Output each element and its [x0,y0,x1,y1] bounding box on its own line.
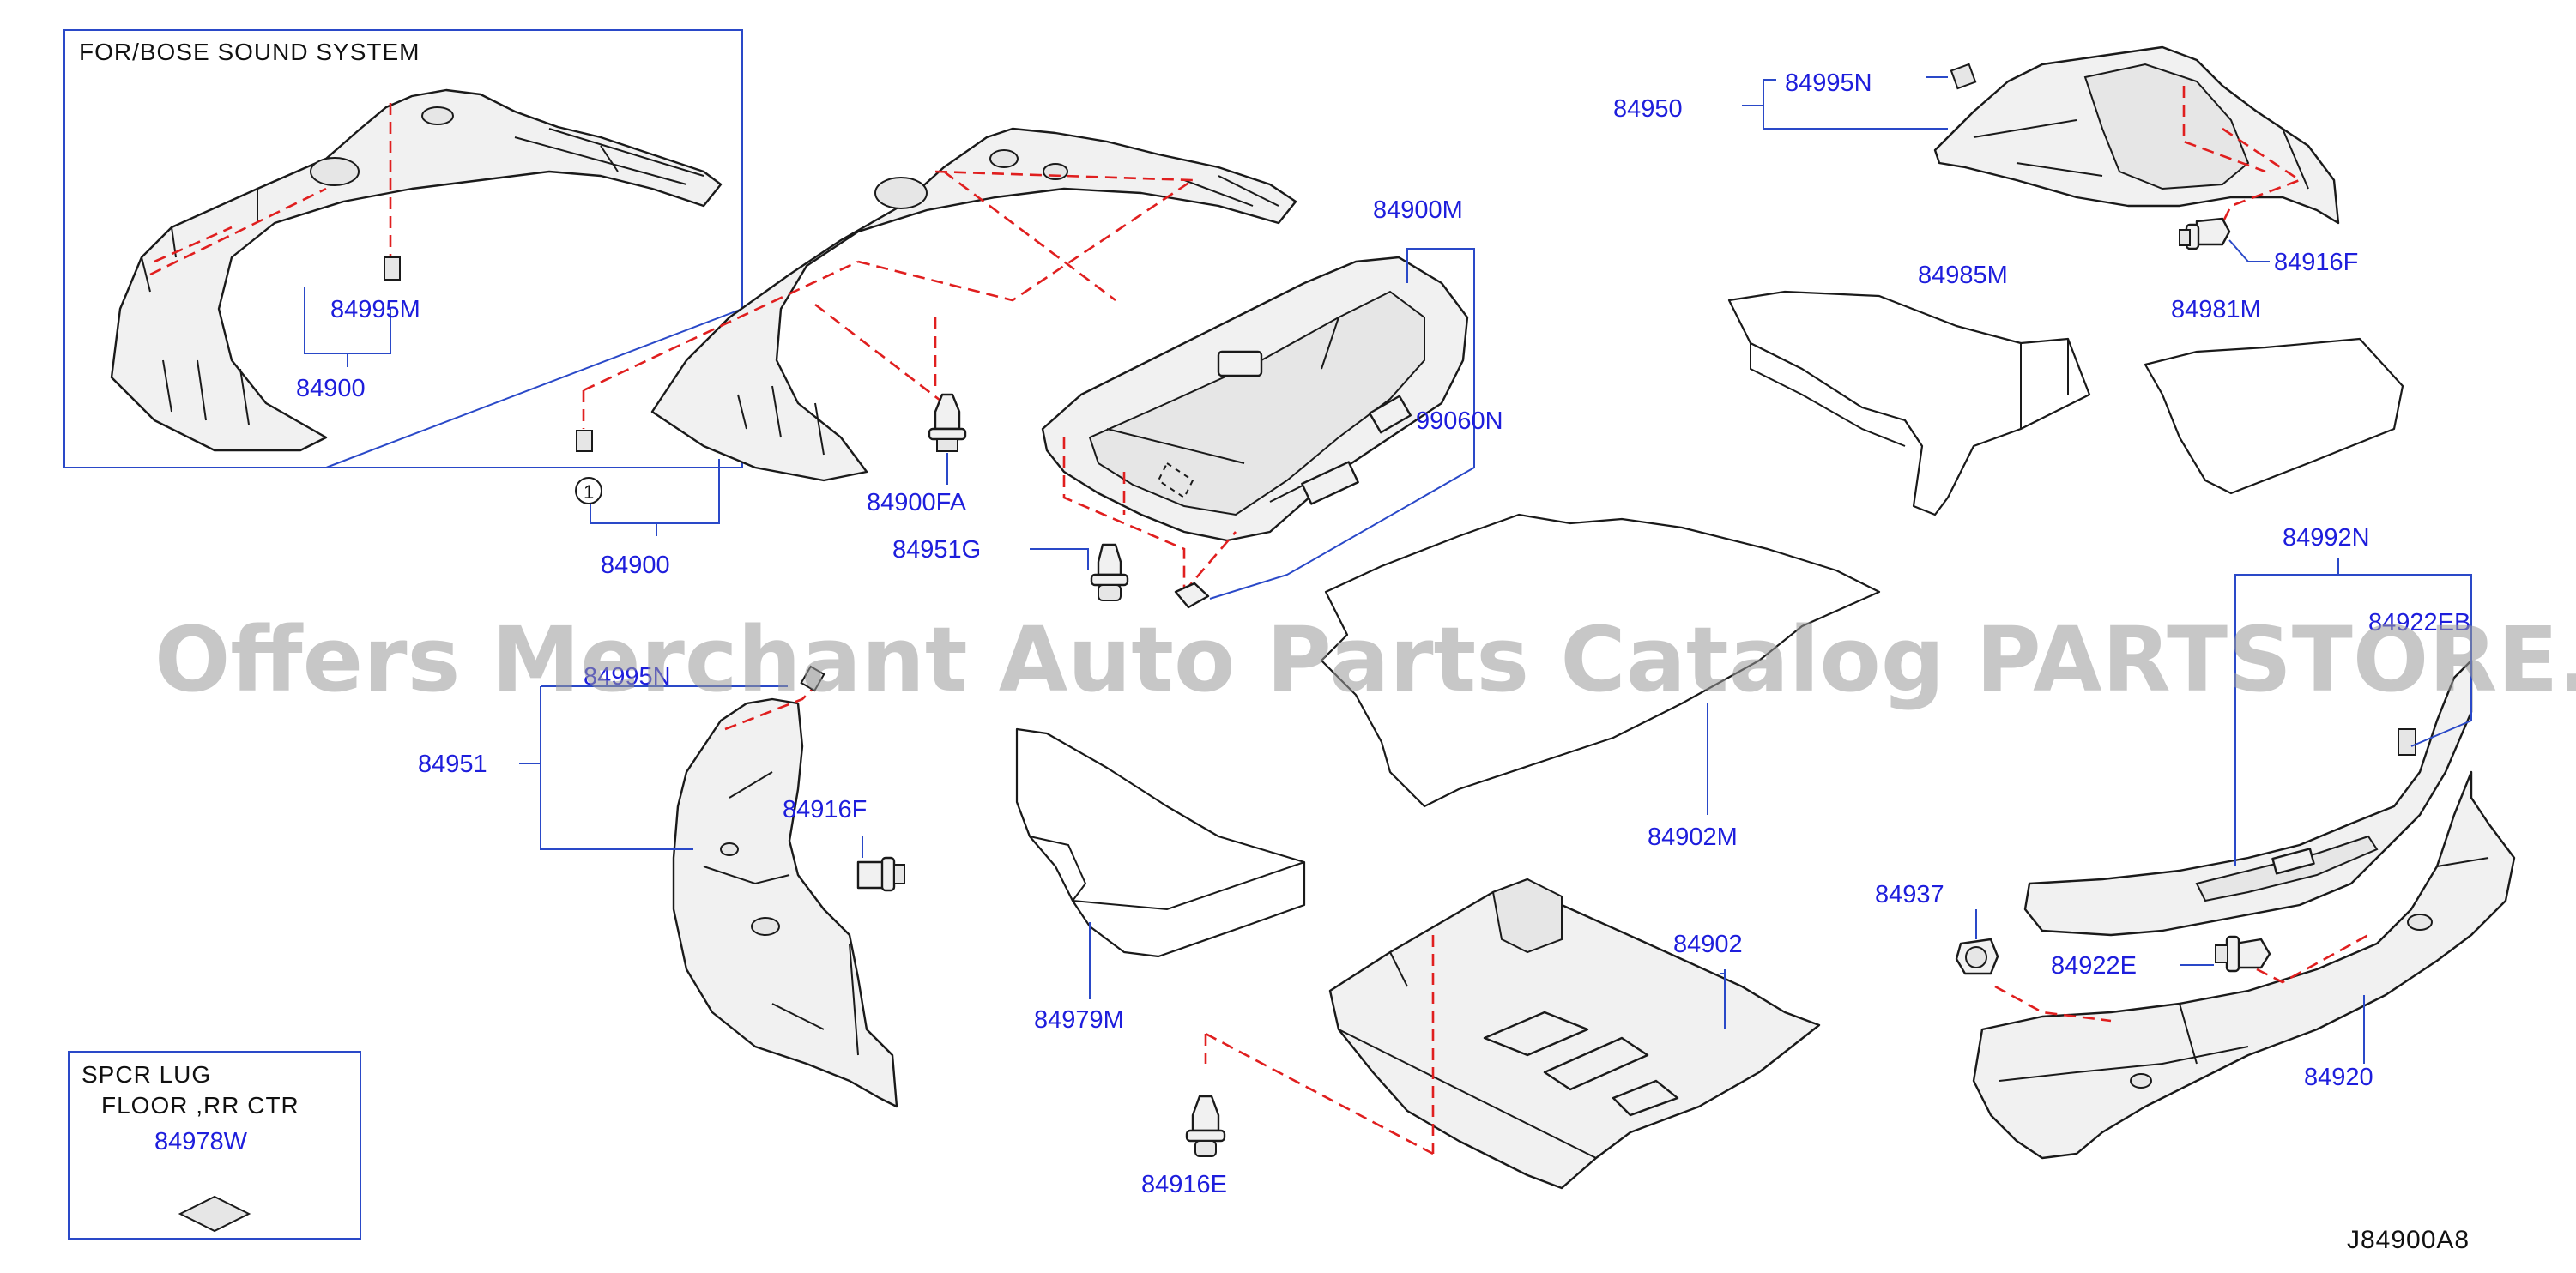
spacer-84978W-icon [178,1195,251,1233]
trunk-side-finisher-84950: 84950 84995N 84916F [1613,45,2358,276]
label-84937: 84937 [1875,881,1944,908]
inset-bose-sound-system: FOR/BOSE SOUND SYSTEM 84995M 84900 [63,29,743,468]
label-84995N-top: 84995N [1785,69,1872,97]
inset-bose-frame [63,29,743,468]
spacer-84985M: 84985M [1727,262,2091,516]
label-84995N-left: 84995N [584,663,671,691]
label-84951G: 84951G [892,536,981,564]
label-84916E: 84916E [1141,1171,1227,1198]
label-84902M: 84902M [1648,824,1738,851]
push-clip-84916F-top-icon [2179,217,2231,250]
push-clip-84916F-left-icon [856,856,905,892]
label-84900FA: 84900FA [867,489,967,516]
label-99060N: 99060N [1416,407,1503,435]
label-84916F-left: 84916F [783,796,867,824]
clip-84922EB-icon [2398,728,2416,756]
pad-99060N-icon [1174,582,1210,609]
label-84995M: 84995M [330,296,420,323]
diagram-code: J84900A8 [2347,1226,2470,1254]
label-84979M: 84979M [1034,1006,1124,1034]
label-84992N: 84992N [2283,524,2370,552]
inset-spcr-lug-floor: SPCR LUG FLOOR ,RR CTR 84978W [68,1051,361,1240]
inset-spcr-frame [68,1051,361,1240]
label-84916F-top: 84916F [2274,249,2358,276]
rear-panel-finisher-84992N: 84992N 84922EB [2023,524,2473,937]
inset-bose-title: FOR/BOSE SOUND SYSTEM [79,39,420,65]
inset-spcr-line2: FLOOR ,RR CTR [101,1092,299,1119]
label-84900: 84900 [601,552,670,579]
lid-handle-icon [1217,350,1263,377]
clip-84995M-shelf-icon [576,430,593,452]
inset-spcr-line1: SPCR LUG [82,1061,211,1088]
clip-84951G-icon [1090,543,1129,601]
trunk-side-finisher-84951: 84951 84995N 84916F [418,663,905,1108]
label-84981M: 84981M [2171,296,2261,323]
callout-1: 1 [584,481,595,503]
push-clip-84900FA-icon [928,393,967,452]
clip-84995N-left-icon [800,665,825,692]
clip-84995M-icon [384,256,401,281]
label-84950: 84950 [1613,95,1683,123]
label-84900-bose: 84900 [296,375,366,402]
parcel-shelf-84900: 1 84900 84900FA [575,127,1297,579]
clip-84995N-top-icon [1950,63,1977,90]
push-clip-84922E-icon [2215,935,2271,973]
watermark: Offers Merchant Auto Parts Catalog PARTS… [154,607,2576,712]
spacer-84979M: 84979M [1015,727,1306,1034]
push-clip-84916E-icon [1185,1095,1226,1157]
clip-84937-icon [1955,938,1999,975]
spacer-84981M: 84981M [2144,296,2404,495]
trunk-lid-finisher-84900M: 84951G 84900M 99060N [892,196,1503,609]
trunk-floor-mat-84902M: 84902M [1320,513,1881,851]
label-84978W: 84978W [154,1128,248,1155]
label-84920: 84920 [2304,1064,2373,1091]
label-84951: 84951 [418,751,487,778]
label-84922EB: 84922EB [2368,609,2470,636]
rear-panel-finisher-84920: 84920 84937 84922E [1875,770,2516,1160]
label-84985M: 84985M [1918,262,2008,289]
label-84900M: 84900M [1373,196,1463,224]
label-84922E: 84922E [2051,952,2137,980]
label-84902: 84902 [1673,931,1743,958]
trunk-floor-board-84902: 84902 84916E [1141,878,1821,1198]
bose-parcel-shelf-drawing [110,88,723,452]
callout-1-icon [575,477,602,504]
